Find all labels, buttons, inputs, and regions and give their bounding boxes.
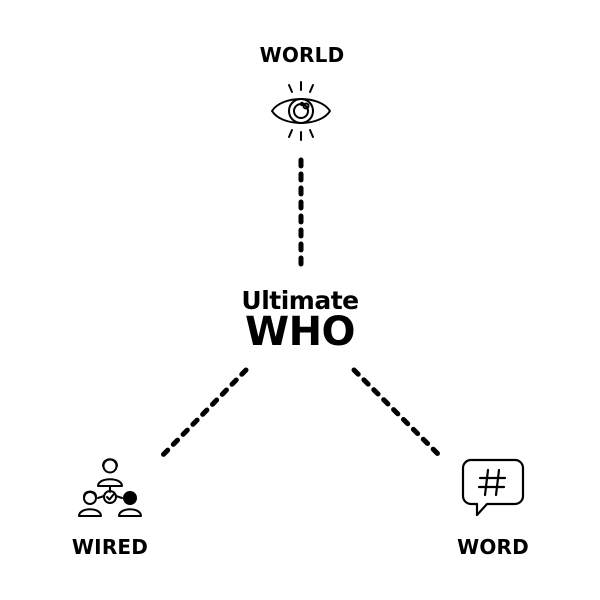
center-title-line2: WHO: [244, 309, 356, 355]
node-label-wired: WIRED: [71, 535, 149, 559]
hashtag-speech-bubble-icon: [461, 458, 525, 517]
connector-left: [157, 367, 249, 461]
node-label-world: WORLD: [259, 43, 345, 67]
eye-icon: [271, 81, 331, 141]
connector-right: [351, 367, 445, 461]
people-network-icon: [78, 458, 142, 517]
center-title-line1: Ultimate: [241, 286, 359, 315]
node-label-word: WORD: [457, 535, 529, 559]
